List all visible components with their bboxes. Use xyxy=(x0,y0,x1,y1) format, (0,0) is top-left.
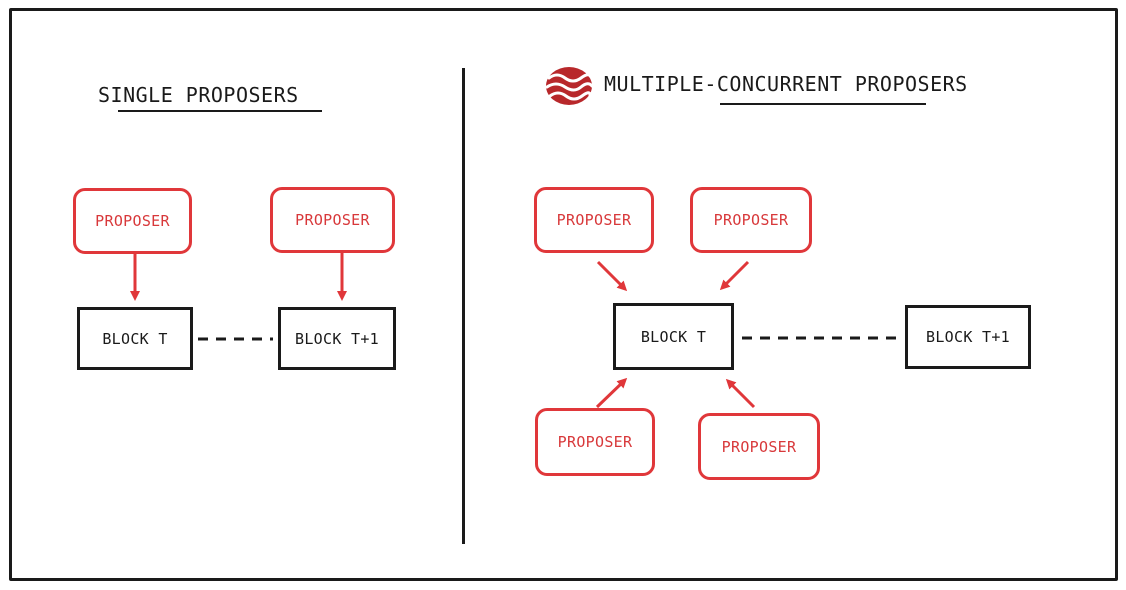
left-panel-title: SINGLE PROPOSERS xyxy=(98,83,299,107)
right-block-t: BLOCK T xyxy=(613,303,734,370)
right-arrow-top-right xyxy=(719,260,750,291)
diagram-frame xyxy=(9,8,1118,581)
left-proposer-2: PROPOSER xyxy=(270,187,395,253)
right-arrow-top-left xyxy=(596,260,628,292)
right-block-t-plus-1: BLOCK T+1 xyxy=(905,305,1031,369)
right-proposer-bottom-right: PROPOSER xyxy=(698,413,820,480)
right-proposer-top-left: PROPOSER xyxy=(534,187,654,253)
right-arrow-bottom-right xyxy=(725,378,756,409)
left-title-underline xyxy=(118,110,322,112)
right-proposer-bottom-left: PROPOSER xyxy=(535,408,655,476)
left-block-t: BLOCK T xyxy=(77,307,193,370)
right-title-underline xyxy=(720,103,926,105)
left-block-t-plus-1: BLOCK T+1 xyxy=(278,307,396,370)
wave-logo-icon xyxy=(545,67,593,105)
left-proposer-1: PROPOSER xyxy=(73,188,192,254)
right-proposer-top-right: PROPOSER xyxy=(690,187,812,253)
right-arrow-bottom-left xyxy=(595,377,628,409)
panel-divider xyxy=(462,68,465,544)
right-panel-title: MULTIPLE-CONCURRENT PROPOSERS xyxy=(604,72,968,96)
